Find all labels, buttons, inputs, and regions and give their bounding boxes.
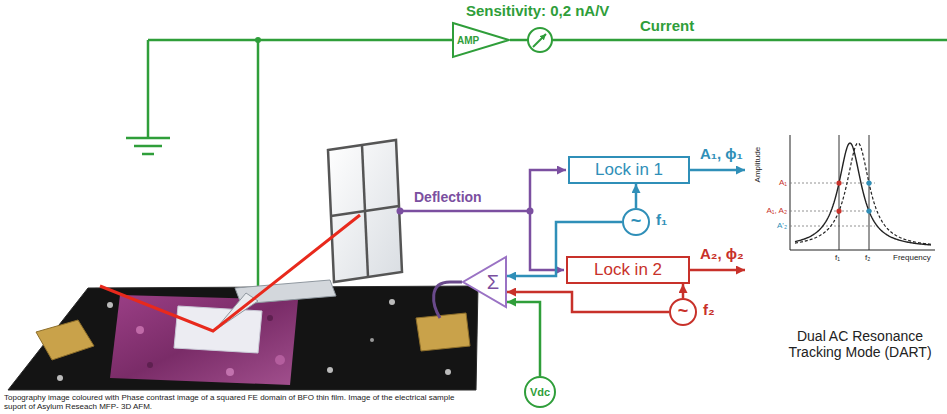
- mode-title: Dual AC Resonance Tracking Mode (DART): [784, 328, 936, 360]
- frequency-mark: f₁: [835, 253, 840, 262]
- board-hole: [370, 338, 374, 342]
- sample-cable: [434, 282, 462, 318]
- frequency-label: f₂: [703, 301, 715, 318]
- junction-dot: [255, 37, 261, 43]
- triangle-outline: [463, 257, 506, 307]
- gold-electrode: [416, 313, 470, 351]
- ground-wire: [147, 40, 150, 138]
- topography-speckle: [136, 326, 144, 334]
- deflection-wire: [400, 210, 530, 213]
- topography-speckle: [275, 355, 285, 365]
- connector: [635, 184, 638, 208]
- amplifier-triangle: AMP: [452, 22, 510, 58]
- lockin-box: Lock in 1: [568, 156, 690, 184]
- connector: [507, 302, 540, 376]
- measure-dot: [836, 180, 841, 185]
- output-wire: [690, 269, 745, 272]
- tip-wire: [257, 40, 260, 286]
- sensitivity-label: Sensitivity: 0,2 nA/V: [466, 2, 609, 19]
- connector: [682, 284, 685, 298]
- measure-dot: [866, 180, 871, 185]
- board-hole: [389, 299, 395, 305]
- resonance-curve: [795, 143, 931, 244]
- output-wire: [690, 169, 745, 172]
- amplitude-mark: A₁, A₂: [767, 206, 787, 215]
- summing-triangle: Σ: [462, 256, 507, 308]
- junction-dot: [397, 208, 404, 215]
- board-hole: [57, 375, 63, 381]
- node-label: Lock in 1: [595, 161, 663, 180]
- node-label: ~: [631, 212, 642, 232]
- resonance-curve: [795, 143, 931, 245]
- photodetector-divider: [331, 206, 399, 216]
- photodetector: [328, 140, 402, 282]
- node-label: AMP: [457, 35, 479, 46]
- lockin-box: Lock in 2: [566, 256, 690, 284]
- output-label: A₂, ϕ₂: [700, 245, 744, 262]
- voltage-source: Vdc: [524, 376, 556, 408]
- laser-beam: [100, 215, 360, 331]
- ammeter-symbol: [528, 28, 552, 52]
- board-hole: [445, 369, 451, 375]
- ground-symbol: [126, 40, 170, 154]
- topography-speckle: [267, 315, 273, 321]
- gold-electrode: [36, 320, 94, 360]
- axis-label: Frequency: [893, 253, 931, 262]
- graph-axis: [790, 135, 791, 250]
- level-line: [790, 211, 875, 212]
- sample-board: [8, 286, 478, 390]
- circle-outline: [525, 377, 555, 407]
- graph-axis: [790, 250, 935, 251]
- frequency-label: f₁: [656, 211, 667, 228]
- circle-outline: [670, 299, 696, 325]
- triangle-outline: [453, 23, 509, 57]
- ground-bar: [126, 137, 170, 140]
- level-line: [790, 183, 875, 184]
- signal-name: Deflection: [414, 189, 482, 205]
- figure-caption: Topography image coloured with Phase con…: [4, 393, 459, 411]
- junction-dot: [527, 208, 534, 215]
- current-wire: [148, 39, 452, 42]
- node-label: Lock in 2: [594, 261, 662, 280]
- output-label: A₁, ϕ₁: [700, 145, 743, 162]
- frequency-line: [839, 135, 840, 250]
- circle-outline: [623, 209, 649, 235]
- node-outline: [462, 256, 507, 308]
- deflection-wire: [530, 170, 566, 211]
- ground-bar: [134, 145, 162, 148]
- current-wire: [552, 39, 947, 42]
- frequency-line: [869, 135, 870, 250]
- current-wire: [510, 39, 528, 42]
- node-label: Vdc: [530, 386, 550, 398]
- topography-speckle: [147, 362, 153, 368]
- board-hole: [107, 302, 113, 308]
- level-line: [790, 226, 875, 227]
- ground-bar: [142, 153, 154, 156]
- ferroelectric-domain: [174, 306, 262, 353]
- ammeter-needle: [533, 34, 546, 47]
- board-hole: [327, 367, 333, 373]
- amplitude-mark: A₁: [779, 178, 787, 187]
- frequency-mark: f₂: [865, 253, 870, 262]
- oscillator-circle: ~: [622, 208, 650, 236]
- measure-dot: [866, 208, 871, 213]
- deflection-wire: [530, 211, 564, 270]
- axis-label: Amplitude: [753, 147, 762, 183]
- node-label: Σ: [487, 271, 499, 293]
- amplitude-mark: A'₂: [777, 221, 787, 230]
- sample-topography: [110, 295, 298, 385]
- oscillator-circle: ~: [669, 298, 697, 326]
- signal-name: Current: [640, 17, 694, 34]
- resonance-graph: [790, 135, 935, 250]
- topography-speckle: [226, 368, 234, 376]
- measure-dot: [836, 208, 841, 213]
- node-label: ~: [678, 302, 689, 322]
